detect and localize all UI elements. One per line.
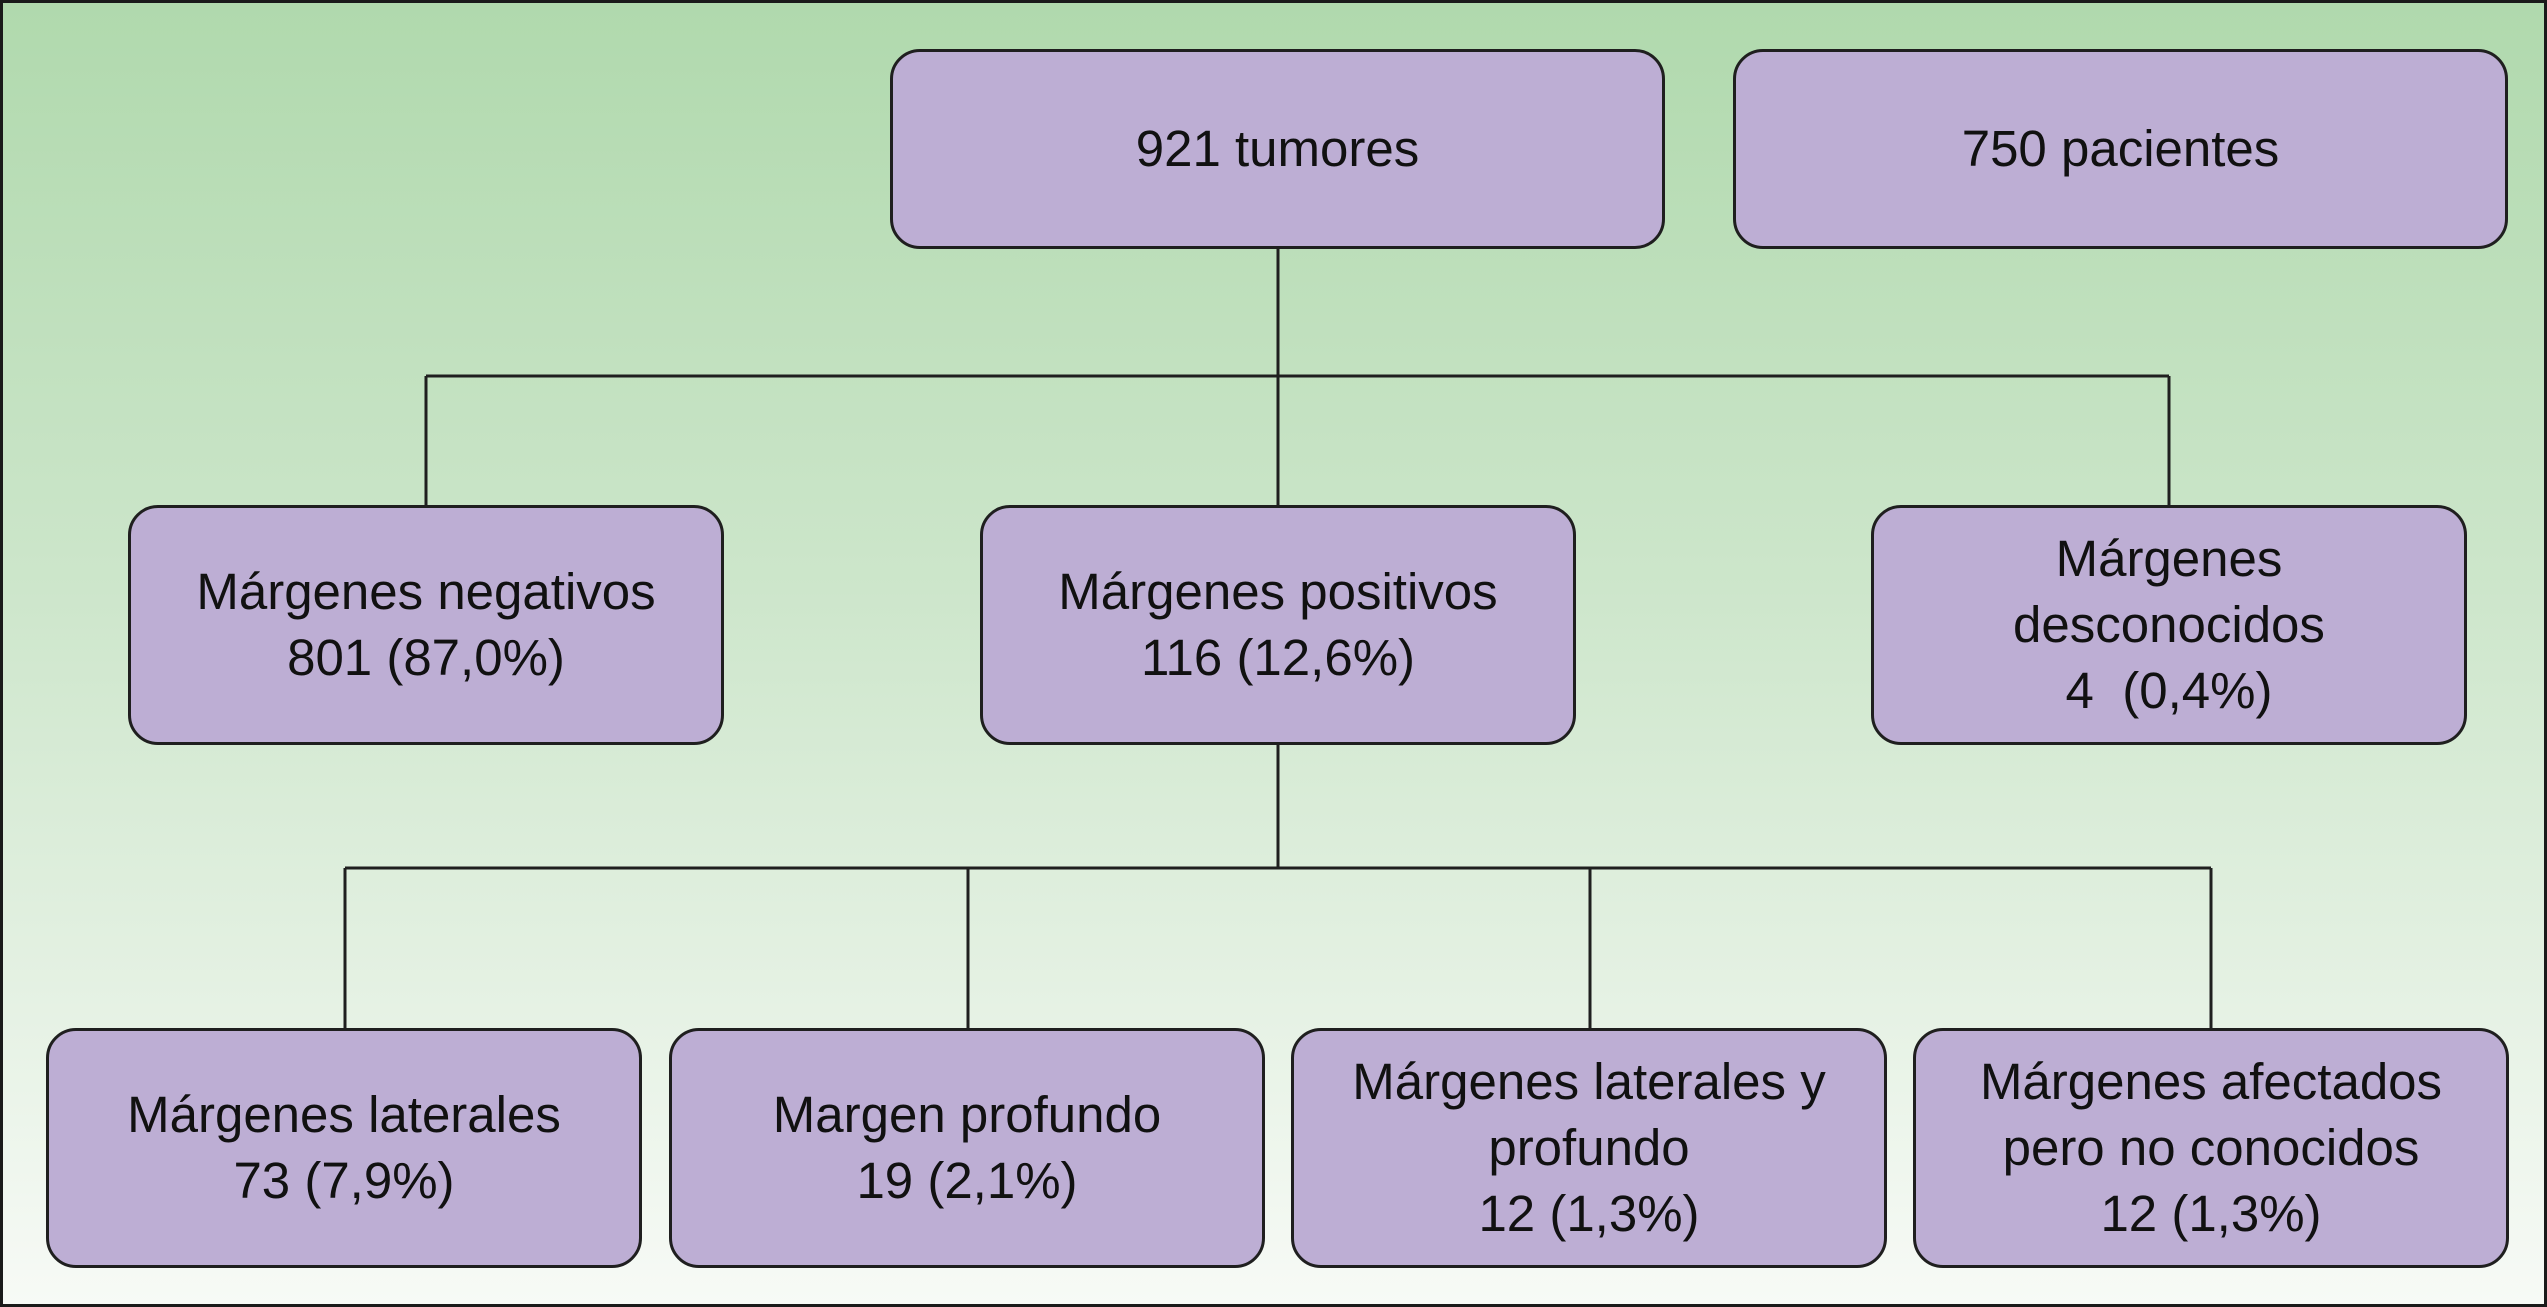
node-tumors-label: 921 tumores — [1135, 120, 1420, 177]
node-lateral-label: Márgenes laterales — [127, 1086, 561, 1143]
node-deep-margin: Margen profundo 19 (2,1%) — [669, 1028, 1265, 1268]
node-affected-unknown-value: 12 (1,3%) — [2100, 1185, 2322, 1242]
node-lateral-deep-label-line1: Márgenes laterales y — [1352, 1053, 1826, 1110]
node-patients-label: 750 pacientes — [1961, 120, 2280, 177]
node-unknown-label-line2: desconocidos — [2013, 596, 2325, 653]
node-affected-unknown-label-line2: pero no conocidos — [2002, 1119, 2420, 1176]
node-lateral-and-deep-margins: Márgenes laterales y profundo 12 (1,3%) — [1291, 1028, 1887, 1268]
node-negative-margins: Márgenes negativos 801 (87,0%) — [128, 505, 724, 745]
node-unknown-label-line1: Márgenes — [2055, 530, 2283, 587]
node-lateral-deep-value: 12 (1,3%) — [1478, 1185, 1700, 1242]
node-positive-margins: Márgenes positivos 116 (12,6%) — [980, 505, 1576, 745]
node-positive-value: 116 (12,6%) — [1140, 629, 1416, 686]
node-deep-label: Margen profundo — [772, 1086, 1162, 1143]
node-lateral-value: 73 (7,9%) — [233, 1152, 455, 1209]
node-positive-label: Márgenes positivos — [1058, 563, 1498, 620]
node-patients: 750 pacientes — [1733, 49, 2508, 249]
connector-lines — [343, 247, 2213, 1028]
node-lateral-deep-label-line2: profundo — [1488, 1119, 1690, 1176]
node-tumors: 921 tumores — [890, 49, 1665, 249]
node-deep-value: 19 (2,1%) — [856, 1152, 1078, 1209]
node-affected-unknown-margins: Márgenes afectados pero no conocidos 12 … — [1913, 1028, 2509, 1268]
node-lateral-margins: Márgenes laterales 73 (7,9%) — [46, 1028, 642, 1268]
node-affected-unknown-label-line1: Márgenes afectados — [1979, 1053, 2443, 1110]
node-unknown-margins: Márgenes desconocidos 4 (0,4%) — [1871, 505, 2467, 745]
node-unknown-value: 4 (0,4%) — [2065, 662, 2273, 719]
node-negative-value: 801 (87,0%) — [287, 629, 565, 686]
node-negative-label: Márgenes negativos — [196, 563, 656, 620]
